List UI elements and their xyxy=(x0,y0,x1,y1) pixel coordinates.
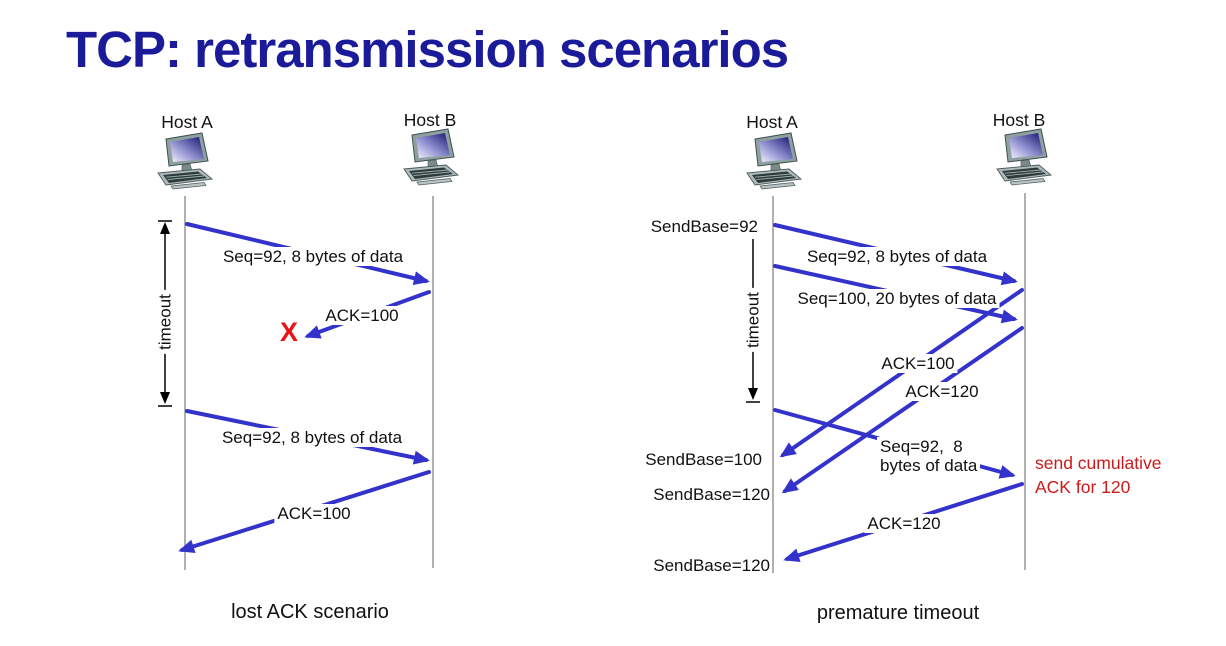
right-cumulative-ack120-label: ACK=120 xyxy=(864,514,944,533)
left-timeout-up-arrow-icon xyxy=(160,222,170,234)
right-host-b-label: Host B xyxy=(992,110,1046,130)
right-host-b-computer-icon xyxy=(996,128,1052,186)
right-seq92-retransmit-label-line1: Seq=92, 8 xyxy=(877,437,966,456)
right-seq92-label: Seq=92, 8 bytes of data xyxy=(803,247,991,266)
right-host-a-label: Host A xyxy=(746,112,798,132)
right-timeout-label: timeout xyxy=(743,288,763,352)
right-host-a-computer-icon xyxy=(746,132,802,190)
right-seq100-label: Seq=100, 20 bytes of data xyxy=(794,289,1000,308)
cumulative-ack-note-line2: ACK for 120 xyxy=(1035,477,1131,497)
slide-title: TCP: retransmission scenarios xyxy=(66,21,789,78)
left-ack100-lost-label: ACK=100 xyxy=(322,306,402,325)
left-host-b-label: Host B xyxy=(403,110,457,130)
left-timeout-label: timeout xyxy=(155,290,175,354)
left-seq92-retransmit-label: Seq=92, 8 bytes of data xyxy=(218,428,406,447)
sendbase-120-label: SendBase=120 xyxy=(653,485,770,504)
sendbase-92-label: SendBase=92 xyxy=(650,217,758,236)
right-seq92-retransmit-label-line2: bytes of data xyxy=(877,456,981,475)
cumulative-ack-note-line1: send cumulative xyxy=(1035,453,1162,473)
sendbase-120-final-label: SendBase=120 xyxy=(653,556,770,575)
right-ack100-label: ACK=100 xyxy=(878,354,958,373)
left-seq92-label: Seq=92, 8 bytes of data xyxy=(219,247,407,266)
packet-loss-x-marker: X xyxy=(279,317,299,347)
left-ack100-label: ACK=100 xyxy=(274,504,354,523)
left-host-b-computer-icon xyxy=(403,128,459,186)
left-host-a-label: Host A xyxy=(161,112,213,132)
right-timeout-down-arrow-icon xyxy=(748,388,758,400)
right-caption: premature timeout xyxy=(816,602,980,624)
sendbase-100-label: SendBase=100 xyxy=(645,450,762,469)
right-ack120-label: ACK=120 xyxy=(902,382,982,401)
right-ack120-arrow xyxy=(781,326,1024,494)
left-host-a-computer-icon xyxy=(157,132,213,190)
left-caption: lost ACK scenario xyxy=(231,601,389,623)
left-timeout-down-arrow-icon xyxy=(160,392,170,404)
